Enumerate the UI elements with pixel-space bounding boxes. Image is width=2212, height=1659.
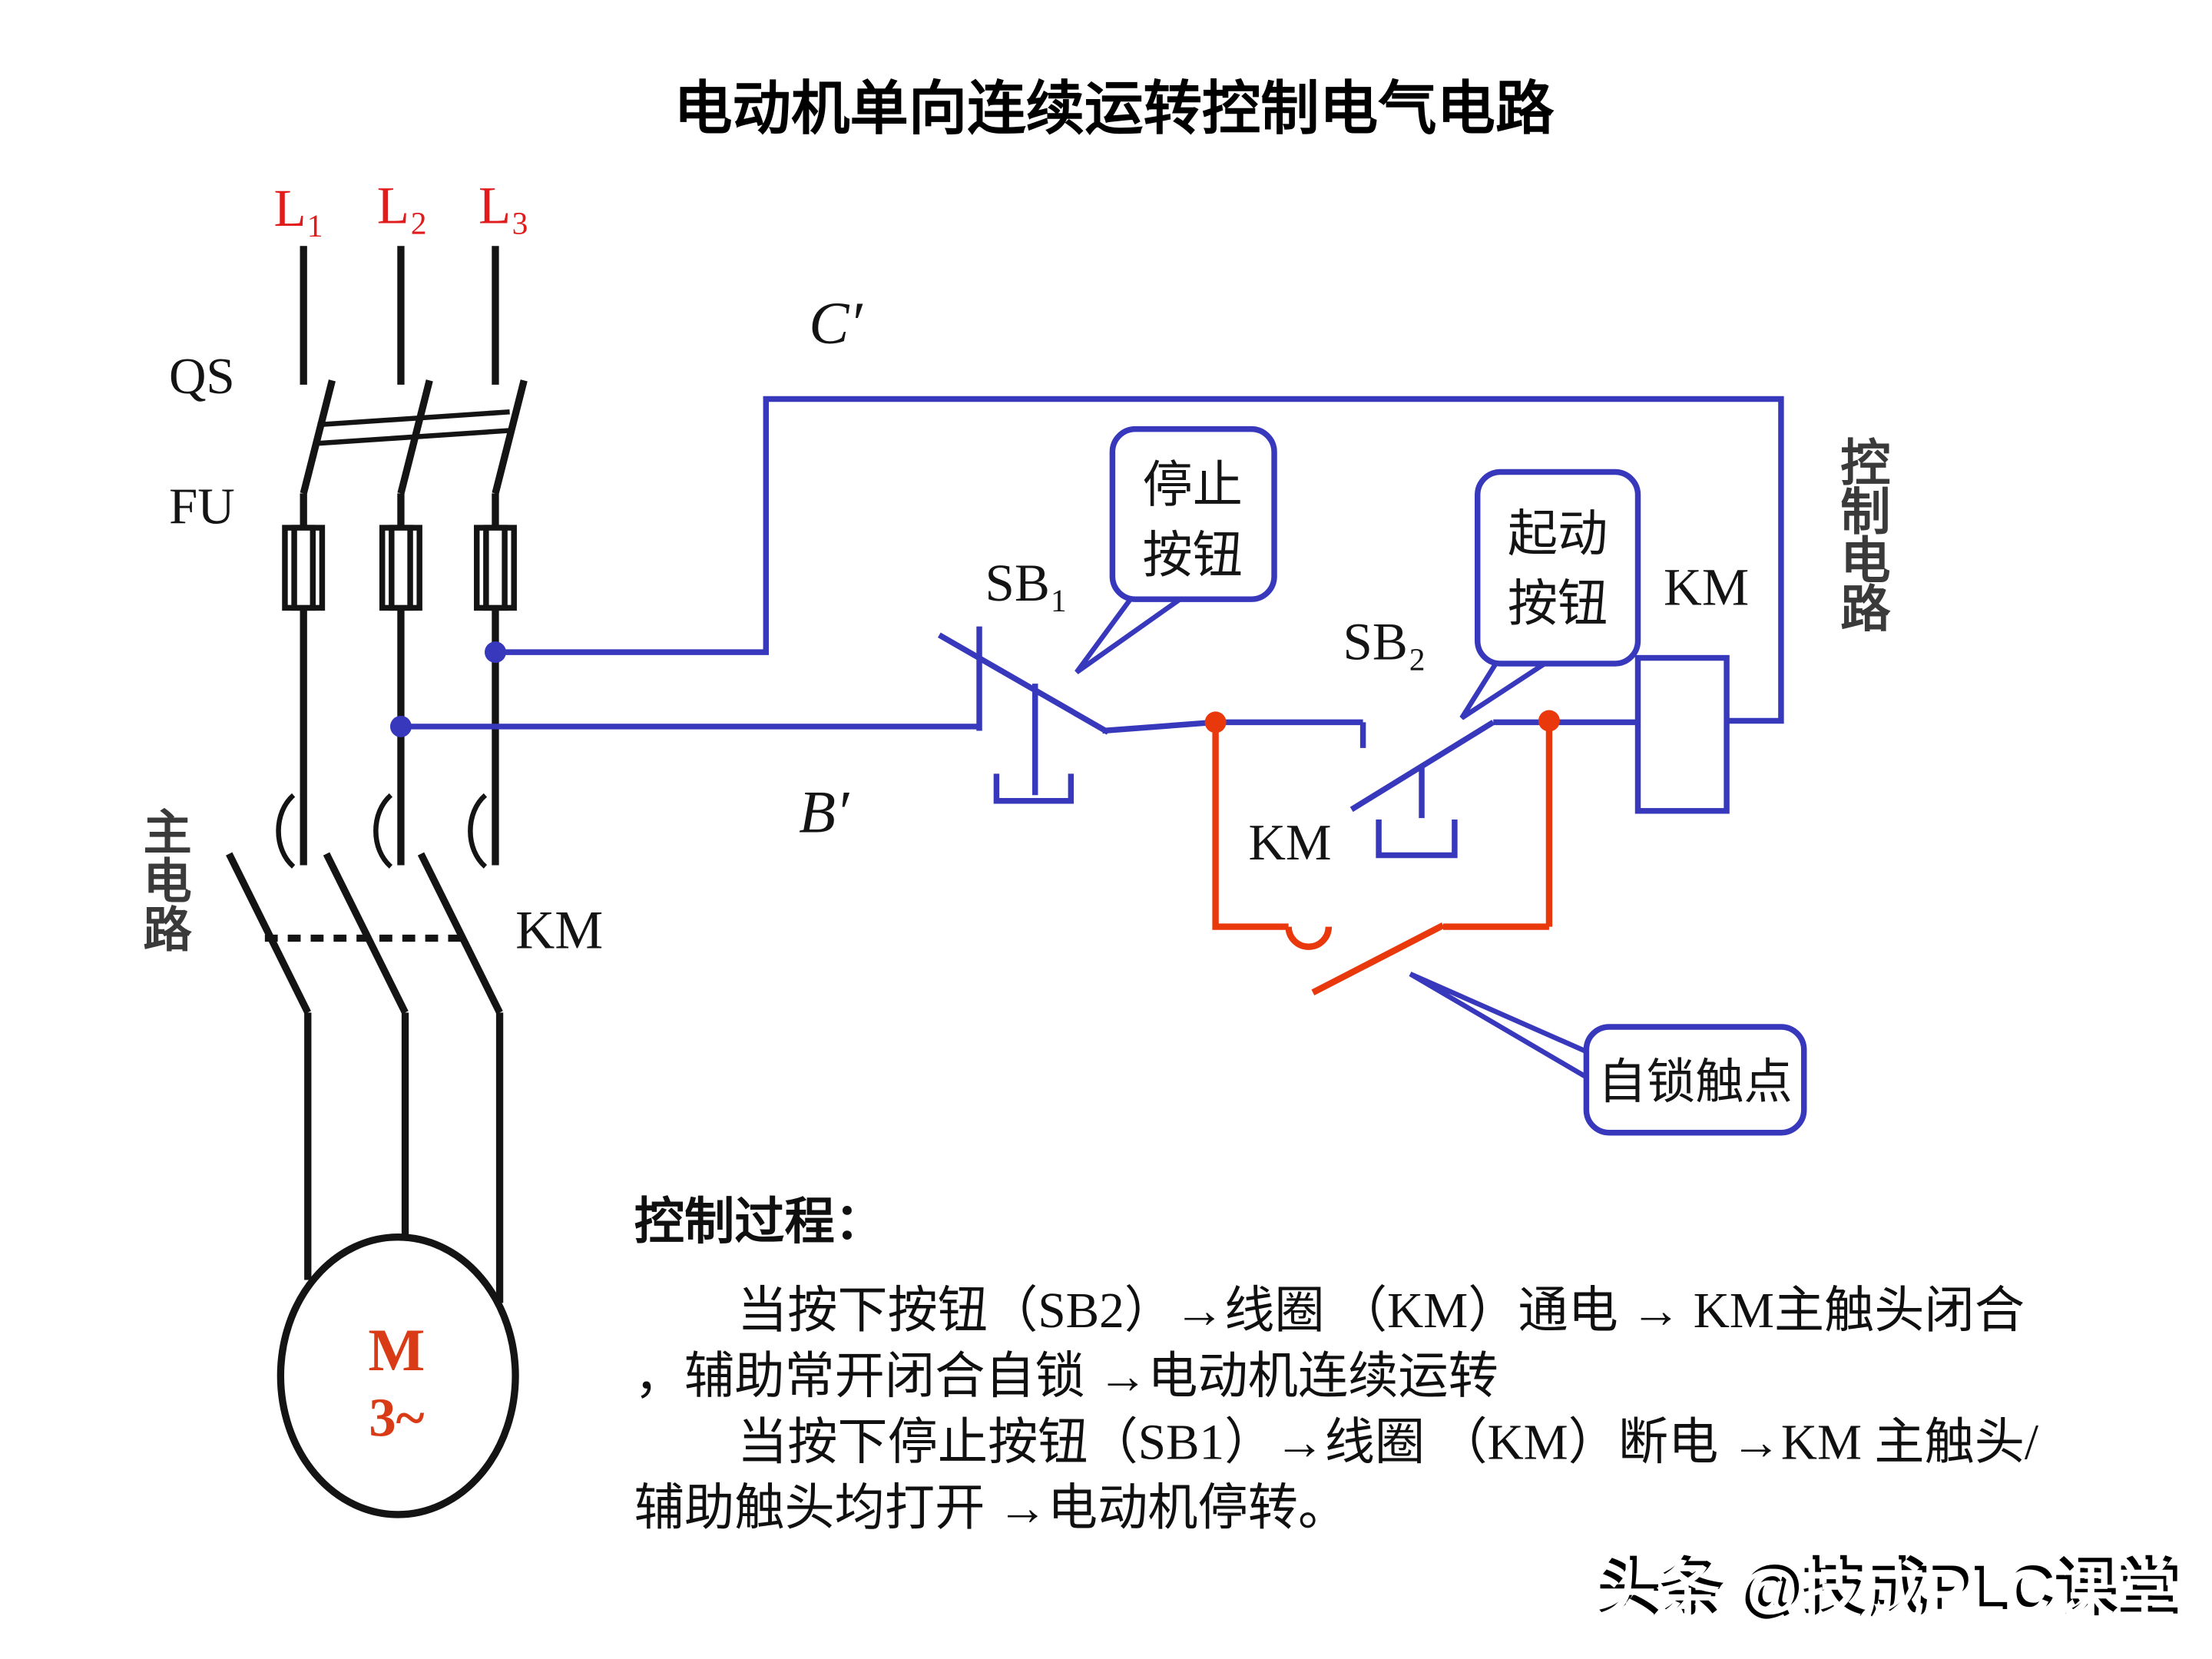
qs-blade-l3 xyxy=(492,379,528,528)
km-coil-label: KM xyxy=(1664,558,1749,617)
node-label-b-prime: B′ xyxy=(799,779,850,846)
selflock-wire-right xyxy=(1442,722,1553,930)
sb2-in-wire xyxy=(1215,719,1366,748)
svg-text:主: 主 xyxy=(143,806,191,860)
fuse-l2 xyxy=(379,525,422,611)
fuse-l1 xyxy=(282,525,326,611)
control-circuit-section-label: 控 制 电 路 xyxy=(1840,437,1891,638)
qs-blade-l2 xyxy=(397,379,433,528)
svg-text:控: 控 xyxy=(1840,437,1890,492)
stop-callout: 停止 按钮 xyxy=(1075,426,1277,674)
svg-text:路: 路 xyxy=(1840,583,1891,638)
stop-callout-bubble xyxy=(1109,426,1277,602)
stop-callout-text2: 按钮 xyxy=(1143,528,1243,584)
qs-blade-l1 xyxy=(300,379,336,528)
motor-circle xyxy=(276,1233,519,1518)
process-heading: 控制过程： xyxy=(634,1195,885,1250)
start-callout-bubble xyxy=(1475,469,1641,667)
svg-text:电: 电 xyxy=(1840,534,1890,589)
junction-node-left xyxy=(1204,711,1227,733)
process-line-3: 当按下停止按钮（SB1）→线圈 （KM）断电 →KM 主触头/ xyxy=(737,1415,2039,1470)
km-main-label: KM xyxy=(515,901,603,961)
qs-label: QS xyxy=(169,347,235,405)
start-callout-text2: 按钮 xyxy=(1508,577,1608,632)
phase-label-l1: L₁ xyxy=(274,179,325,237)
km-contact-arc-l3 xyxy=(468,793,488,869)
motor-phase: 3~ xyxy=(369,1389,424,1449)
km-contact-arc-l2 xyxy=(373,793,393,869)
km-aux-label: KM xyxy=(1248,813,1331,871)
node-label-c-prime: C′ xyxy=(809,290,863,356)
qs-linkage-bar xyxy=(317,409,510,446)
process-description: 控制过程： 当按下按钮（SB2）→线圈 （KM）通电 → KM主触头闭合 ，辅助… xyxy=(634,1195,2039,1536)
km-main-blade-l1 xyxy=(226,852,311,1015)
tap-node-l3 xyxy=(484,641,506,664)
selflock-callout-text: 自锁触点 xyxy=(1598,1055,1792,1109)
main-circuit-section-label: 主 电 路 xyxy=(143,806,192,958)
sb1-actuator-bracket xyxy=(993,773,1075,804)
selflock-wire-left xyxy=(1212,722,1289,930)
stop-callout-tail xyxy=(1075,594,1192,674)
sb2-actuator-bracket xyxy=(1376,819,1458,859)
start-button-sb2 xyxy=(1349,719,1638,859)
sb1-blade xyxy=(937,632,1110,735)
stop-button-sb1 xyxy=(937,626,1216,804)
process-line-2: ，辅助常开闭合自锁 →电动机连续运转 xyxy=(634,1349,1498,1405)
km-main-blade-l2 xyxy=(323,852,409,1015)
svg-text:电: 电 xyxy=(143,855,191,909)
selflock-branch xyxy=(1212,722,1553,995)
phase-label-l2: L₂ xyxy=(377,177,428,235)
sb1-label: SB₁ xyxy=(985,554,1068,612)
control-circuit: C′ B′ SB₁ SB₂ KM xyxy=(389,290,1891,1136)
selflock-callout-bubble xyxy=(1583,1024,1807,1136)
page-title: 电动机单向连续运转控制电气电路 xyxy=(674,77,1555,142)
sb2-label: SB₂ xyxy=(1343,612,1426,671)
main-power-circuit: L₁ L₂ L₃ QS FU xyxy=(143,177,603,1518)
km-main-blade-l3 xyxy=(417,852,503,1015)
fu-label: FU xyxy=(169,478,235,535)
control-wire-c-rail xyxy=(495,396,1784,724)
process-line-4: 辅助触头均打开 →电动机停转。 xyxy=(634,1481,1348,1536)
selflock-blade xyxy=(1311,922,1445,995)
junction-node-right xyxy=(1538,710,1560,732)
watermark-text: 头条 @技成PLC课堂 xyxy=(1594,1557,2177,1627)
km-contact-arc-l1 xyxy=(276,793,296,869)
watermark: 头条 @技成PLC课堂 头条 @技成PLC课堂 xyxy=(1594,1553,2181,1628)
watermark-shadow: 头条 @技成PLC课堂 xyxy=(1598,1553,2181,1623)
tap-node-l2 xyxy=(389,715,412,737)
selflock-callout: 自锁触点 xyxy=(1409,972,1807,1136)
process-line-1: 当按下按钮（SB2）→线圈 （KM）通电 → KM主触头闭合 xyxy=(737,1283,2025,1339)
start-callout-text1: 起动 xyxy=(1508,507,1608,562)
sb1-out-wire xyxy=(1102,719,1216,734)
motor-letter: M xyxy=(368,1316,425,1383)
selflock-fixed-contact-bump xyxy=(1285,926,1333,950)
svg-text:路: 路 xyxy=(143,904,192,958)
stop-callout-text1: 停止 xyxy=(1143,459,1243,514)
start-callout-tail xyxy=(1459,658,1558,720)
start-callout: 起动 按钮 xyxy=(1459,469,1641,720)
phase-label-l3: L₃ xyxy=(478,177,529,235)
svg-text:制: 制 xyxy=(1840,485,1890,541)
fuse-l3 xyxy=(474,525,517,611)
km-coil xyxy=(1634,654,1730,814)
sb2-blade xyxy=(1349,720,1495,813)
